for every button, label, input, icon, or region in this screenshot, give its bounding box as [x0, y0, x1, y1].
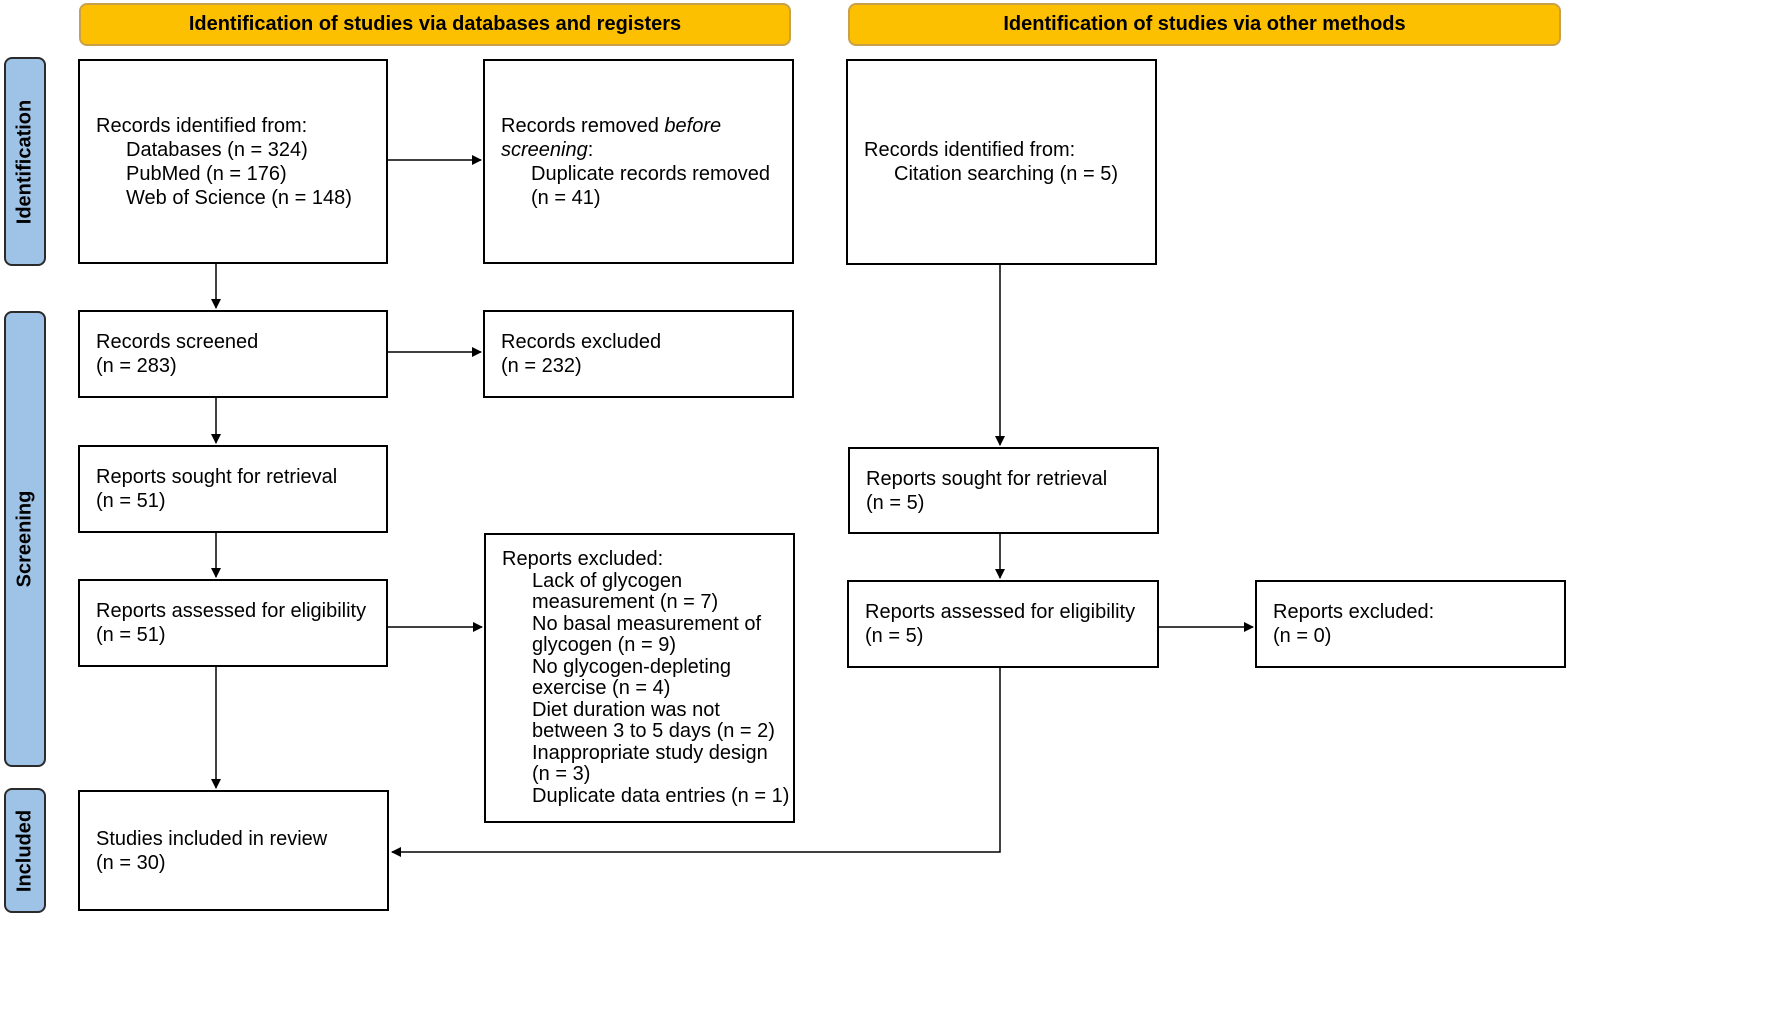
- records-identified-title: Records identified from:: [96, 114, 308, 137]
- reports-excluded-item: Duplicate data entries (n = 1): [532, 784, 790, 807]
- other-assessed-box: Reports assessed for eligibility (n = 5): [847, 580, 1159, 668]
- other-excluded-label: Reports excluded:: [1273, 601, 1435, 623]
- other-assessed-count: (n = 5): [865, 625, 924, 647]
- other-sought-label: Reports sought for retrieval: [866, 467, 1108, 490]
- reports-assessed-count: (n = 51): [96, 624, 166, 646]
- other-identified-title: Records identified from:: [864, 139, 1076, 161]
- records-screened-count: (n = 283): [96, 355, 177, 377]
- other-assessed-label: Reports assessed for eligibility: [865, 601, 1136, 623]
- reports-excluded-item: Inappropriate study design: [532, 741, 768, 764]
- records-identified-box: Records identified from: Databases (n = …: [78, 59, 388, 264]
- reports-sought-label: Reports sought for retrieval: [96, 466, 338, 488]
- other-identified-citation: Citation searching (n = 5): [894, 163, 1119, 185]
- studies-included-label: Studies included in review: [96, 827, 328, 850]
- arrow-other-assessed-to-included: [391, 668, 1001, 857]
- records-removed-title-plain: Records removed: [501, 114, 665, 137]
- phase-identification: Identification: [4, 57, 46, 266]
- records-removed-title-colon: :: [587, 138, 594, 161]
- header-other-label: Identification of studies via other meth…: [1003, 13, 1406, 35]
- other-excluded-count: (n = 0): [1273, 625, 1332, 647]
- records-identified-pubmed: PubMed (n = 176): [126, 162, 287, 185]
- reports-excluded-box: Reports excluded: Lack of glycogen measu…: [484, 533, 795, 823]
- reports-sought-count: (n = 51): [96, 490, 166, 512]
- records-excluded-box: Records excluded (n = 232): [483, 310, 794, 398]
- records-removed-title-italic: before: [664, 114, 722, 137]
- other-sought-box: Reports sought for retrieval (n = 5): [848, 447, 1159, 534]
- records-identified-wos: Web of Science (n = 148): [126, 186, 352, 209]
- reports-assessed-label: Reports assessed for eligibility: [96, 600, 367, 622]
- records-removed-count: (n = 41): [531, 186, 601, 209]
- records-screened-label: Records screened: [96, 331, 259, 353]
- phase-included: Included: [4, 788, 46, 913]
- other-identified-box: Records identified from: Citation search…: [846, 59, 1157, 265]
- records-excluded-label: Records excluded: [501, 331, 662, 353]
- records-identified-databases: Databases (n = 324): [126, 138, 308, 161]
- studies-included-box: Studies included in review (n = 30): [78, 790, 389, 911]
- records-removed-title: Records removed before: [501, 114, 792, 138]
- header-other-methods: Identification of studies via other meth…: [848, 3, 1561, 46]
- reports-excluded-item: Lack of glycogen: [532, 569, 683, 592]
- reports-excluded-item: measurement (n = 7): [532, 591, 719, 613]
- reports-excluded-item: (n = 3): [532, 763, 591, 785]
- reports-excluded-title: Reports excluded:: [502, 548, 664, 570]
- reports-assessed-box: Reports assessed for eligibility (n = 51…: [78, 579, 388, 667]
- reports-excluded-item: between 3 to 5 days (n = 2): [532, 720, 775, 742]
- records-removed-title-italic2: screening: [501, 138, 588, 161]
- records-removed-duplicates: Duplicate records removed: [531, 162, 770, 185]
- other-excluded-box: Reports excluded: (n = 0): [1255, 580, 1566, 668]
- reports-excluded-item: Diet duration was not: [532, 698, 720, 721]
- header-databases: Identification of studies via databases …: [79, 3, 791, 46]
- studies-included-count: (n = 30): [96, 851, 166, 874]
- reports-excluded-item: No glycogen-depleting: [532, 655, 732, 678]
- records-removed-box: Records removed before screening: Duplic…: [483, 59, 794, 264]
- header-databases-label: Identification of studies via databases …: [188, 13, 682, 35]
- other-sought-count: (n = 5): [866, 491, 925, 514]
- reports-excluded-item: glycogen (n = 9): [532, 634, 676, 656]
- records-screened-box: Records screened (n = 283): [78, 310, 388, 398]
- reports-sought-box: Reports sought for retrieval (n = 51): [78, 445, 388, 533]
- reports-excluded-item: exercise (n = 4): [532, 677, 671, 699]
- records-removed-title-2: screening:: [501, 138, 792, 162]
- phase-screening: Screening: [4, 311, 46, 767]
- reports-excluded-item: No basal measurement of: [532, 612, 762, 635]
- records-excluded-count: (n = 232): [501, 355, 582, 377]
